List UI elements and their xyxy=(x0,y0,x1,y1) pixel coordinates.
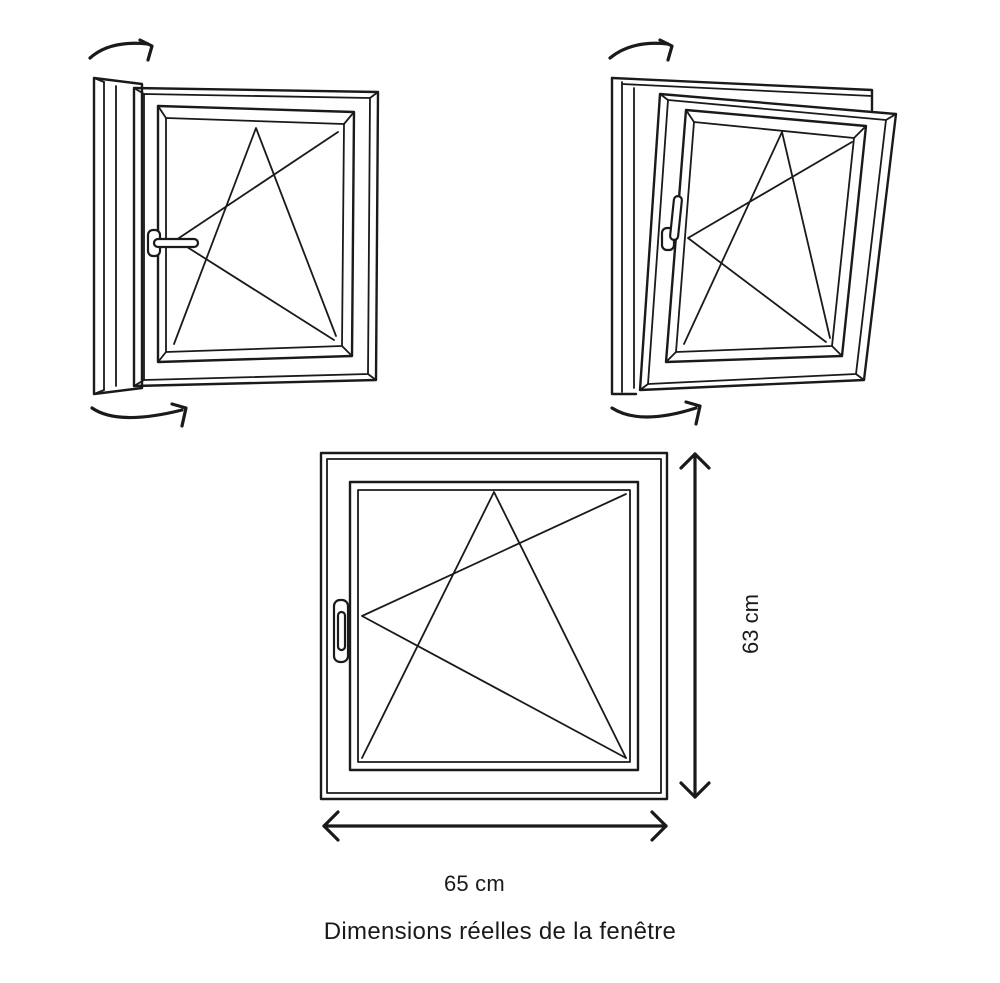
fixed-frame xyxy=(92,76,144,396)
outer-frame xyxy=(319,451,669,801)
sash xyxy=(348,480,640,772)
double-arrow-icon xyxy=(679,452,711,799)
front-view xyxy=(319,451,711,842)
fixed-frame xyxy=(610,76,874,396)
turn-indicator-lines xyxy=(361,493,627,759)
tilted-sash xyxy=(638,92,898,392)
tilt-indicator-lines xyxy=(361,491,627,759)
caption: Dimensions réelles de la fenêtre xyxy=(323,918,677,945)
curved-arrow-icon xyxy=(90,402,188,428)
tilt-indicator-lines xyxy=(173,127,337,345)
casement-opening-view xyxy=(88,38,380,428)
turn-indicator-lines xyxy=(687,141,853,343)
curved-arrow-icon xyxy=(88,38,154,62)
window-handle-icon xyxy=(146,228,200,258)
width-dimension-label: 65 cm xyxy=(444,871,505,896)
window-handle-icon xyxy=(660,194,683,252)
curved-arrow-icon xyxy=(610,400,702,426)
turn-indicator-lines xyxy=(175,131,339,341)
double-arrow-icon xyxy=(322,810,668,842)
open-sash xyxy=(132,86,380,388)
tilt-indicator-lines xyxy=(683,131,831,345)
height-dimension-label: 63 cm xyxy=(738,594,763,654)
tilt-opening-view xyxy=(608,38,898,426)
window-handle-icon xyxy=(332,598,350,664)
curved-arrow-icon xyxy=(608,38,674,62)
